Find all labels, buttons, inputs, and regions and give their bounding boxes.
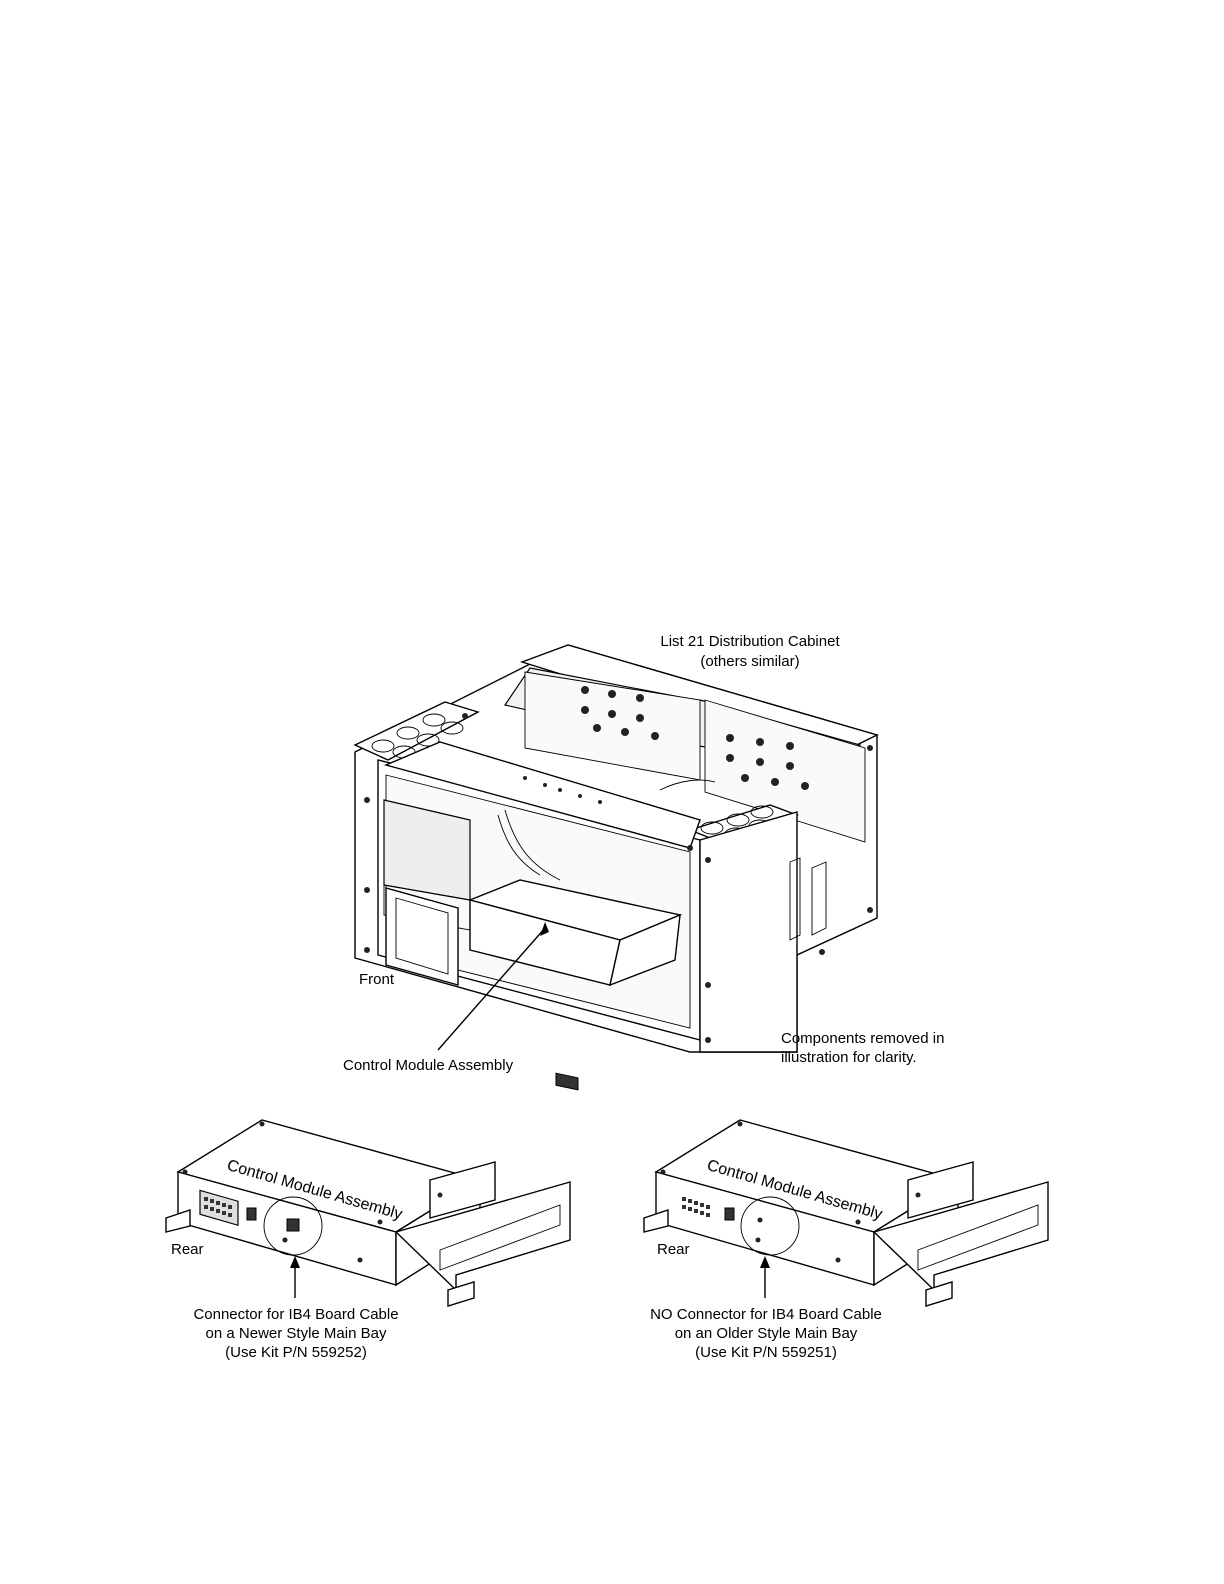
right-caption-line3: (Use Kit P/N 559251)	[695, 1344, 837, 1361]
right-caption-line1: NO Connector for IB4 Board Cable	[650, 1306, 882, 1323]
left-caption-line3: (Use Kit P/N 559252)	[225, 1344, 367, 1361]
cabinet-title-line2: (others similar)	[700, 653, 800, 670]
front-label: Front	[359, 971, 395, 988]
ib4-connector	[286, 1218, 300, 1232]
left-caption-line1: Connector for IB4 Board Cable	[193, 1306, 399, 1323]
left-caption-line2: on a Newer Style Main Bay	[205, 1325, 387, 1342]
note-line2: illustration for clarity.	[781, 1049, 917, 1066]
right-caption-line2: on an Older Style Main Bay	[674, 1325, 858, 1342]
left-rear-label: Rear	[171, 1241, 204, 1258]
mounting-holes	[581, 686, 809, 790]
control-module-label: Control Module Assembly	[343, 1057, 514, 1074]
note-line1: Components removed in	[781, 1030, 945, 1047]
cabinet-title-line1: List 21 Distribution Cabinet	[660, 633, 840, 650]
right-rear-label: Rear	[657, 1241, 690, 1258]
